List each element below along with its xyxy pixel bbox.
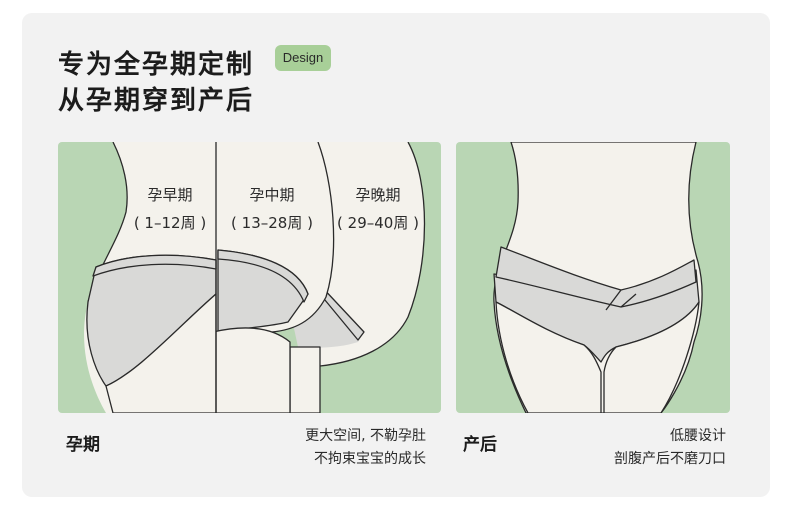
- stage-name-late: 孕晚期: [355, 186, 401, 204]
- mid-stage-belly-outline: [271, 142, 335, 333]
- postpartum-illustration: [456, 142, 730, 413]
- page-title-line2: 从孕期穿到产后: [58, 86, 255, 116]
- design-badge: Design: [275, 45, 331, 71]
- pregnancy-illustration-panel: [58, 142, 441, 413]
- late-stage-belly-outline: [319, 142, 426, 367]
- mid-stage-waistband: [217, 249, 309, 303]
- stage-name-mid: 孕中期: [249, 186, 295, 204]
- postpartum-waistband: [495, 246, 697, 308]
- postpartum-description-line2: 剖腹产后不磨刀口: [614, 451, 726, 467]
- postpartum-description: 低腰设计 剖腹产后不磨刀口: [560, 425, 726, 471]
- stage-range-early: ( 1–12周 ): [133, 214, 207, 232]
- pregnancy-illustration: [58, 142, 441, 413]
- pregnancy-description: 更大空间, 不勒孕肚 不拘束宝宝的成长: [220, 425, 426, 471]
- postpartum-waistband-cross: [605, 289, 637, 311]
- mid-stage-leg: [212, 327, 291, 413]
- stage-range-mid: ( 13–28周 ): [231, 214, 313, 232]
- pregnancy-description-line1: 更大空间, 不勒孕肚: [305, 428, 426, 444]
- postpartum-left-leg: [495, 301, 602, 413]
- page-title-line1: 专为全孕期定制: [58, 50, 255, 80]
- postpartum-illustration-panel: [456, 142, 730, 413]
- pregnancy-description-line2: 不拘束宝宝的成长: [314, 451, 426, 467]
- stage-range-late: ( 29–40周 ): [337, 214, 419, 232]
- postpartum-label: 产后: [463, 435, 497, 455]
- late-stage-leg: [289, 346, 321, 413]
- pregnancy-label: 孕期: [66, 435, 100, 455]
- postpartum-right-leg: [603, 301, 700, 413]
- stage-name-early: 孕早期: [147, 186, 193, 204]
- postpartum-description-line1: 低腰设计: [670, 428, 726, 444]
